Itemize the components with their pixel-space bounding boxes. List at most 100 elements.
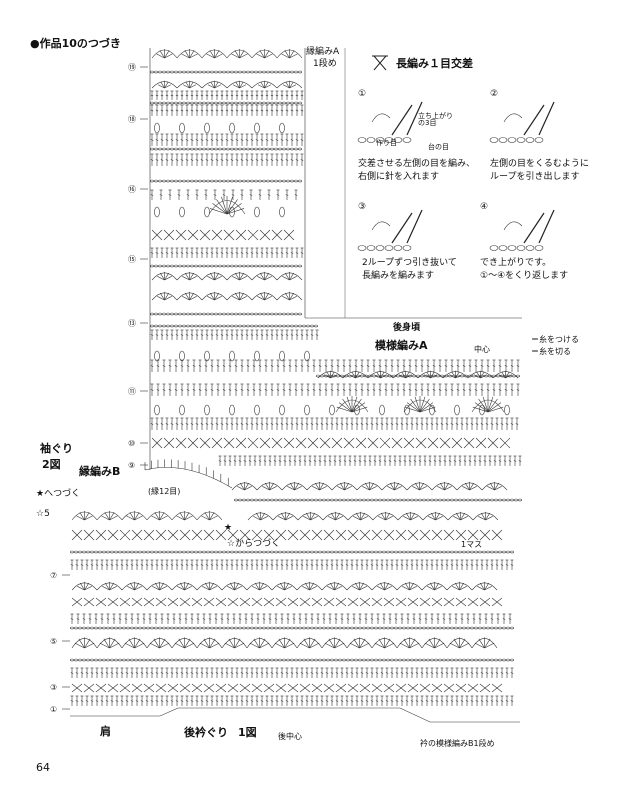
shell-stitch (353, 638, 360, 649)
double-crochet (180, 334, 184, 336)
shell-stitch (401, 371, 406, 379)
double-crochet (430, 423, 434, 425)
shell-stitch (249, 642, 260, 649)
double-crochet (210, 389, 214, 391)
crossed-dc (335, 529, 347, 541)
fan-stitch (419, 402, 434, 413)
double-crochet (370, 618, 374, 620)
chain-stitch (90, 658, 94, 662)
chain-stitch (174, 626, 178, 630)
double-crochet (235, 564, 239, 566)
chain-stitch (468, 374, 472, 378)
chain-stitch (502, 550, 506, 554)
chain-stitch (258, 101, 262, 105)
shell-stitch (109, 638, 116, 649)
chain-stitch (378, 658, 382, 662)
chain-stitch (138, 626, 142, 630)
chain-stitch (174, 101, 178, 105)
double-crochet (328, 618, 332, 620)
double-crochet (213, 194, 217, 196)
chain-stitch (498, 550, 502, 554)
loop-stitch (479, 404, 485, 416)
chain-stitch (150, 70, 154, 74)
shell-stitch (155, 582, 160, 591)
double-crochet (360, 564, 364, 566)
double-crochet (195, 94, 199, 97)
crossed-dc (211, 229, 223, 241)
double-crochet (290, 423, 294, 425)
double-crochet (345, 672, 349, 674)
double-crochet (195, 194, 199, 196)
double-crochet (290, 334, 294, 336)
chain-stitch (210, 312, 214, 316)
shell-stitch (134, 638, 141, 649)
crossed-dc (367, 437, 379, 449)
chain-stitch (298, 70, 302, 74)
chain-stitch (334, 550, 338, 554)
chain-stitch (194, 658, 198, 662)
shell-stitch (204, 512, 210, 521)
double-crochet (226, 618, 230, 620)
double-crochet (198, 365, 202, 367)
double-crochet (310, 564, 314, 566)
crossed-dc (235, 229, 247, 241)
loop-stitch (229, 350, 235, 362)
double-crochet (360, 423, 364, 425)
double-crochet (472, 618, 476, 620)
double-crochet (275, 159, 279, 161)
crossed-dc (323, 683, 335, 693)
crossed-dc (131, 529, 143, 541)
double-crochet (150, 139, 154, 141)
double-crochet (355, 564, 359, 566)
double-crochet (496, 618, 500, 620)
double-crochet (210, 139, 214, 141)
chain-stitch (138, 658, 142, 662)
double-crochet (216, 365, 220, 367)
shell-stitch (460, 512, 465, 521)
double-crochet (410, 672, 414, 674)
back-center-label: 後中心 (278, 732, 302, 741)
chain-stitch (466, 658, 470, 662)
chain-stitch (190, 179, 194, 183)
chain-stitch (322, 498, 326, 502)
double-crochet (235, 334, 239, 336)
hook-illustration (503, 221, 523, 231)
chain-stitch (238, 264, 242, 268)
chain-stitch (206, 550, 210, 554)
double-crochet (320, 423, 324, 425)
chain-stitch (226, 101, 230, 105)
double-crochet (295, 109, 299, 112)
double-crochet (300, 700, 304, 702)
chain-stitch (478, 626, 482, 630)
chain-stitch (298, 626, 302, 630)
shell-stitch (214, 81, 219, 89)
shell-stitch (109, 515, 118, 521)
double-crochet (205, 423, 209, 425)
chain-stitch (246, 101, 250, 105)
double-crochet (342, 365, 346, 367)
double-crochet (145, 672, 149, 674)
double-crochet (265, 109, 269, 112)
shell-stitch (264, 272, 269, 281)
double-crochet (304, 618, 308, 620)
double-crochet (470, 423, 474, 425)
double-crochet (175, 109, 179, 112)
double-crochet (285, 159, 289, 161)
shell-stitch (174, 642, 185, 649)
chain-stitch (206, 179, 210, 183)
chain-stitch (102, 626, 106, 630)
row-marker: ⑦ (50, 571, 57, 580)
chain-stitch (278, 70, 282, 74)
chain-stitch (218, 658, 222, 662)
chain-stitch (210, 101, 214, 105)
crossed-dc (175, 229, 187, 241)
chain-stitch (222, 324, 226, 328)
crossed-dc (263, 529, 275, 541)
double-crochet (315, 334, 319, 336)
double-crochet (205, 139, 209, 141)
shell-stitch (374, 642, 385, 649)
double-crochet (340, 564, 344, 566)
hook-illustration (366, 245, 376, 251)
crossed-dc (323, 529, 335, 541)
double-crochet (250, 139, 254, 141)
